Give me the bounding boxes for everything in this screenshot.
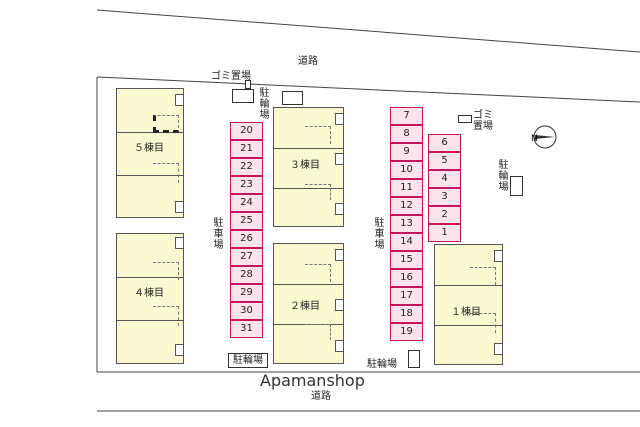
- parking-space: 23: [230, 176, 263, 194]
- parking-space: 26: [230, 230, 263, 248]
- parking-space: 24: [230, 194, 263, 212]
- north-arrow-icon: N: [531, 125, 557, 149]
- building-2-label: ２棟目: [290, 301, 320, 312]
- parking-space: 8: [390, 125, 423, 143]
- parking-space: 22: [230, 158, 263, 176]
- building-1: １棟目: [434, 244, 503, 365]
- parking-space: 20: [230, 122, 263, 140]
- parking-space: 17: [390, 287, 423, 305]
- parking-space: 6: [428, 134, 461, 152]
- bicycle-parking-top: [282, 91, 303, 105]
- parking-space: 18: [390, 305, 423, 323]
- parking-space: 16: [390, 269, 423, 287]
- parking-space: 13: [390, 215, 423, 233]
- parking-space: 1: [428, 224, 461, 242]
- parking-space: 12: [390, 197, 423, 215]
- building-4-label: ４棟目: [134, 288, 164, 299]
- road-label-bottom: 道路: [311, 391, 331, 402]
- building-5: ５棟目: [116, 88, 184, 218]
- parking-space: 19: [390, 323, 423, 341]
- parking-space: 29: [230, 284, 263, 302]
- parking-space: 27: [230, 248, 263, 266]
- parking-space: 14: [390, 233, 423, 251]
- svg-text:N: N: [531, 134, 538, 144]
- parking-space: 7: [390, 107, 423, 125]
- road-top-edge: [96, 9, 640, 53]
- site-top-boundary: [96, 76, 640, 103]
- garbage-area-label-top: ゴミ置場: [211, 71, 251, 82]
- parking-space: 9: [390, 143, 423, 161]
- parking-space: 21: [230, 140, 263, 158]
- garbage-area-label-right: ゴミ置場: [473, 110, 493, 132]
- watermark: Apamanshop: [260, 371, 365, 390]
- road-label-top: 道路: [298, 56, 318, 67]
- bicycle-parking-right: [510, 176, 523, 196]
- parking-space: 28: [230, 266, 263, 284]
- parking-space: 30: [230, 302, 263, 320]
- parking-space: 5: [428, 152, 461, 170]
- bicycle-label-bottom: 駐輪場: [367, 359, 397, 370]
- garbage-area-top-marker: [245, 80, 251, 89]
- building-3-label: ３棟目: [290, 160, 320, 171]
- parking-space: 15: [390, 251, 423, 269]
- parking-space: 31: [230, 320, 263, 338]
- bicycle-label-top: 駐輪場: [259, 88, 270, 121]
- building-3: ３棟目: [273, 107, 344, 227]
- parking-space: 2: [428, 206, 461, 224]
- building-5-label: ５棟目: [134, 143, 164, 154]
- parking-space: 25: [230, 212, 263, 230]
- garbage-area-top: [232, 89, 254, 103]
- building-1-label: １棟目: [451, 307, 481, 318]
- parking-space: 3: [428, 188, 461, 206]
- bicycle-label-right: 駐輪場: [498, 160, 509, 193]
- parking-label-left: 駐車場: [213, 218, 224, 251]
- building-2: ２棟目: [273, 243, 344, 364]
- parking-space: 4: [428, 170, 461, 188]
- bicycle-parking-bottom: [408, 350, 420, 368]
- building-4: ４棟目: [116, 233, 184, 364]
- parking-label-middle: 駐車場: [374, 218, 385, 251]
- parking-space: 11: [390, 179, 423, 197]
- bicycle-parking-bottom-left: 駐輪場: [228, 353, 268, 368]
- parking-space: 10: [390, 161, 423, 179]
- garbage-area-right: [458, 115, 472, 123]
